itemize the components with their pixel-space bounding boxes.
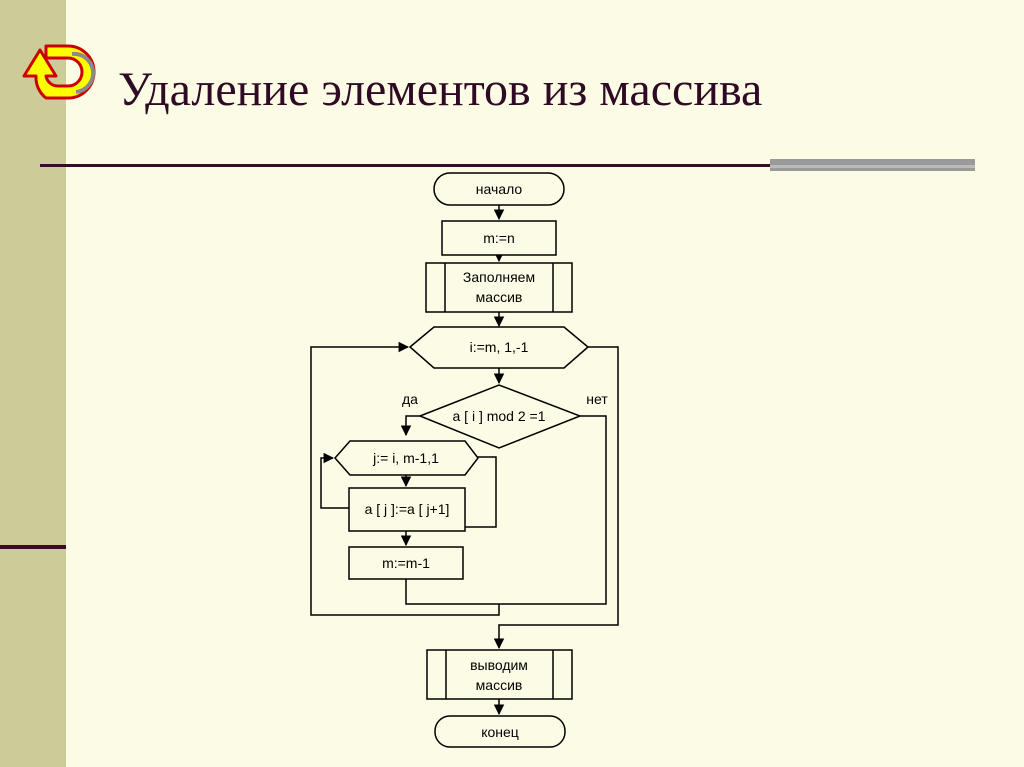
condition-label: a [ i ] mod 2 =1 bbox=[453, 408, 546, 424]
shift-label: a [ j ]:=a [ j+1] bbox=[365, 501, 450, 517]
assign-m-label: m:=n bbox=[483, 230, 515, 246]
end-terminal bbox=[434, 715, 566, 748]
title-underline-accent bbox=[770, 159, 975, 171]
condition-diamond bbox=[417, 384, 583, 449]
decrement-m-block bbox=[348, 546, 464, 580]
no-branch-label: нет bbox=[586, 391, 608, 407]
start-label: начало bbox=[476, 181, 523, 197]
title-underline bbox=[40, 164, 770, 167]
sidebar-band bbox=[0, 0, 66, 767]
outer-loop-hexagon bbox=[408, 326, 590, 369]
fill-array-label-line2: массив bbox=[476, 289, 523, 305]
yes-branch-label: да bbox=[402, 391, 418, 407]
outer-loop-label: i:=m, 1,-1 bbox=[470, 339, 529, 355]
decrement-m-label: m:=m-1 bbox=[382, 555, 430, 571]
shift-block bbox=[348, 487, 466, 532]
u-turn-back-arrow-icon[interactable] bbox=[6, 28, 102, 108]
output-label-line2: массив bbox=[476, 677, 523, 693]
start-terminal bbox=[433, 172, 565, 206]
sidebar-rule bbox=[0, 545, 66, 549]
output-subroutine bbox=[426, 649, 573, 700]
end-label: конец bbox=[481, 724, 519, 740]
inner-loop-label: j:= i, m-1,1 bbox=[372, 450, 439, 466]
assign-m-block bbox=[441, 220, 557, 256]
fill-array-subroutine bbox=[425, 262, 573, 313]
fill-array-label-line1: Заполняем bbox=[463, 269, 535, 285]
output-label-line1: выводим bbox=[470, 657, 528, 673]
inner-loop-hexagon bbox=[333, 440, 479, 476]
slide-title: Удаление элементов из массива bbox=[118, 63, 763, 116]
